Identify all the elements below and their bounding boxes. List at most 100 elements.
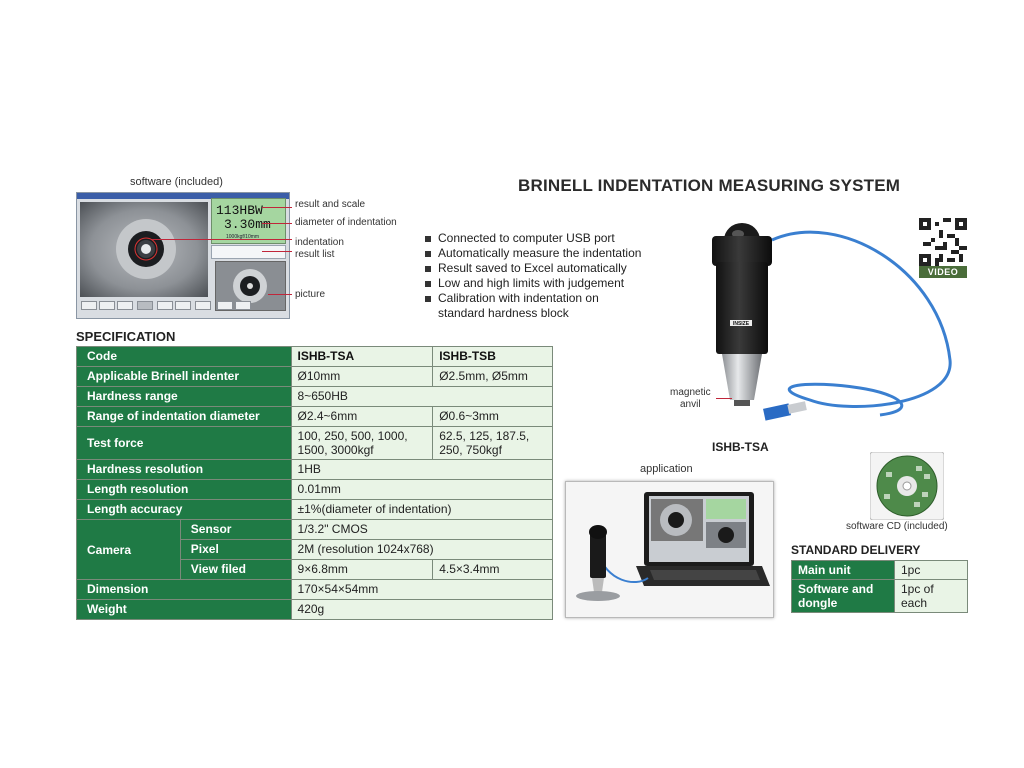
column-header-tsa: ISHB-TSA xyxy=(290,346,434,367)
diameter-value: 3.30mm xyxy=(224,217,271,232)
software-caption: software (included) xyxy=(130,176,223,188)
cell: 100, 250, 500, 1000, 1500, 3000kgf xyxy=(290,426,434,460)
software-titlebar xyxy=(77,193,289,199)
row-label: Dimension xyxy=(76,579,292,600)
callout-indentation: indentation xyxy=(295,237,344,248)
feature-list: Connected to computer USB port Automatic… xyxy=(425,231,695,321)
software-cd-caption: software CD (included) xyxy=(846,521,948,532)
video-label: VIDEO xyxy=(919,266,967,278)
table-row: Code ISHB-TSA ISHB-TSB xyxy=(76,346,553,367)
software-cd xyxy=(870,452,944,520)
table-row: Hardness resolution 1HB xyxy=(76,459,554,480)
software-button xyxy=(117,301,133,310)
device-body xyxy=(716,262,768,354)
usb-connector xyxy=(787,401,807,414)
device-model-label: ISHB-TSA xyxy=(712,440,769,454)
device-illustration: INSIZE xyxy=(712,223,952,421)
software-button xyxy=(81,301,97,310)
callout-diameter: diameter of indentation xyxy=(295,217,397,228)
magnetic-anvil xyxy=(722,354,762,400)
hardness-value: 113HBW xyxy=(216,203,263,218)
scale-value: 1000kgf/10mm xyxy=(226,234,260,240)
table-row: Range of indentation diameter Ø2.4~6mm Ø… xyxy=(76,406,553,427)
row-label: Software and dongle xyxy=(791,579,895,613)
row-label: Length resolution xyxy=(76,479,292,500)
feature-item: Low and high limits with judgement xyxy=(425,276,695,291)
cell: Ø2.4~6mm xyxy=(290,406,434,427)
cell: 62.5, 125, 187.5, 250, 750kgf xyxy=(432,426,553,460)
software-screenshot: 113HBW 3.30mm 1000kgf/10mm xyxy=(76,192,290,319)
cell: 1pc of each xyxy=(894,579,968,613)
row-label: Code xyxy=(76,346,292,367)
table-row: Weight 420g xyxy=(76,599,554,620)
magnetic-anvil-label: magnetic anvil xyxy=(670,387,711,410)
cell: 1/3.2" CMOS xyxy=(290,519,554,540)
callout-line xyxy=(716,398,732,399)
cell: 0.01mm xyxy=(290,479,554,500)
result-list xyxy=(211,245,286,259)
standard-delivery-table: Main unit 1pc Software and dongle 1pc of… xyxy=(791,560,968,613)
row-label: Hardness resolution xyxy=(76,459,292,480)
specification-title: SPECIFICATION xyxy=(76,329,176,344)
cell: 170×54×54mm xyxy=(290,579,554,600)
qr-code[interactable] xyxy=(919,218,967,266)
page-title: BRINELL INDENTATION MEASURING SYSTEM xyxy=(518,176,901,195)
cell: 4.5×3.4mm xyxy=(432,559,553,580)
callout-result-scale: result and scale xyxy=(295,199,366,210)
cell: 8~650HB xyxy=(290,386,554,407)
table-row: Camera Sensor 1/3.2" CMOS xyxy=(76,519,554,580)
callout-line xyxy=(262,251,292,252)
cell: ±1%(diameter of indentation) xyxy=(290,499,554,520)
brand-label xyxy=(730,320,752,326)
indentation-image xyxy=(80,202,208,297)
feature-item: Connected to computer USB port xyxy=(425,231,695,246)
software-button xyxy=(175,301,191,310)
cell: Ø10mm xyxy=(290,366,434,387)
row-label: Hardness range xyxy=(76,386,292,407)
software-button xyxy=(235,301,251,310)
software-button xyxy=(99,301,115,310)
row-label: Weight xyxy=(76,599,292,620)
software-button xyxy=(137,301,153,310)
table-row: Test force 100, 250, 500, 1000, 1500, 30… xyxy=(76,426,553,460)
cell: Ø2.5mm, Ø5mm xyxy=(432,366,553,387)
application-photo xyxy=(565,481,774,618)
cell: 9×6.8mm xyxy=(290,559,434,580)
table-row: Hardness range 8~650HB xyxy=(76,386,554,407)
table-row: Software and dongle 1pc of each xyxy=(791,579,968,613)
row-label: View filed xyxy=(179,559,292,580)
table-row: Length resolution 0.01mm xyxy=(76,479,554,500)
usb-plug xyxy=(763,403,791,421)
callout-picture: picture xyxy=(295,289,326,300)
row-label: Pixel xyxy=(179,539,292,560)
microscope-view xyxy=(80,202,208,297)
callout-line xyxy=(152,239,292,240)
cell: 2M (resolution 1024x768) xyxy=(290,539,554,560)
table-row: Length accuracy ±1%(diameter of indentat… xyxy=(76,499,554,520)
usb-cable xyxy=(771,230,952,417)
software-button xyxy=(157,301,173,310)
specification-table: Code ISHB-TSA ISHB-TSB Applicable Brinel… xyxy=(76,346,554,620)
result-display: 113HBW 3.30mm 1000kgf/10mm xyxy=(211,198,286,244)
cell: 420g xyxy=(290,599,554,620)
brand-text: INSIZE xyxy=(733,321,750,327)
application-caption: application xyxy=(640,463,693,475)
callout-line xyxy=(262,207,292,208)
table-row: Main unit 1pc xyxy=(791,560,968,580)
row-label: Test force xyxy=(76,426,292,460)
table-row: Applicable Brinell indenter Ø10mm Ø2.5mm… xyxy=(76,366,553,387)
row-label: Length accuracy xyxy=(76,499,292,520)
row-label: Main unit xyxy=(791,560,895,580)
feature-item: Calibration with indentation on standard… xyxy=(425,291,638,321)
laptop-illustration xyxy=(576,492,770,601)
software-button xyxy=(195,301,211,310)
software-button xyxy=(217,301,233,310)
callout-line xyxy=(268,294,292,295)
callout-line xyxy=(262,223,292,224)
table-row: Dimension 170×54×54mm xyxy=(76,579,554,600)
feature-item: Automatically measure the indentation xyxy=(425,246,695,261)
picture-thumbnail xyxy=(215,261,286,311)
callout-result-list: result list xyxy=(295,249,335,260)
cell: Ø0.6~3mm xyxy=(432,406,553,427)
device-head xyxy=(712,236,772,266)
